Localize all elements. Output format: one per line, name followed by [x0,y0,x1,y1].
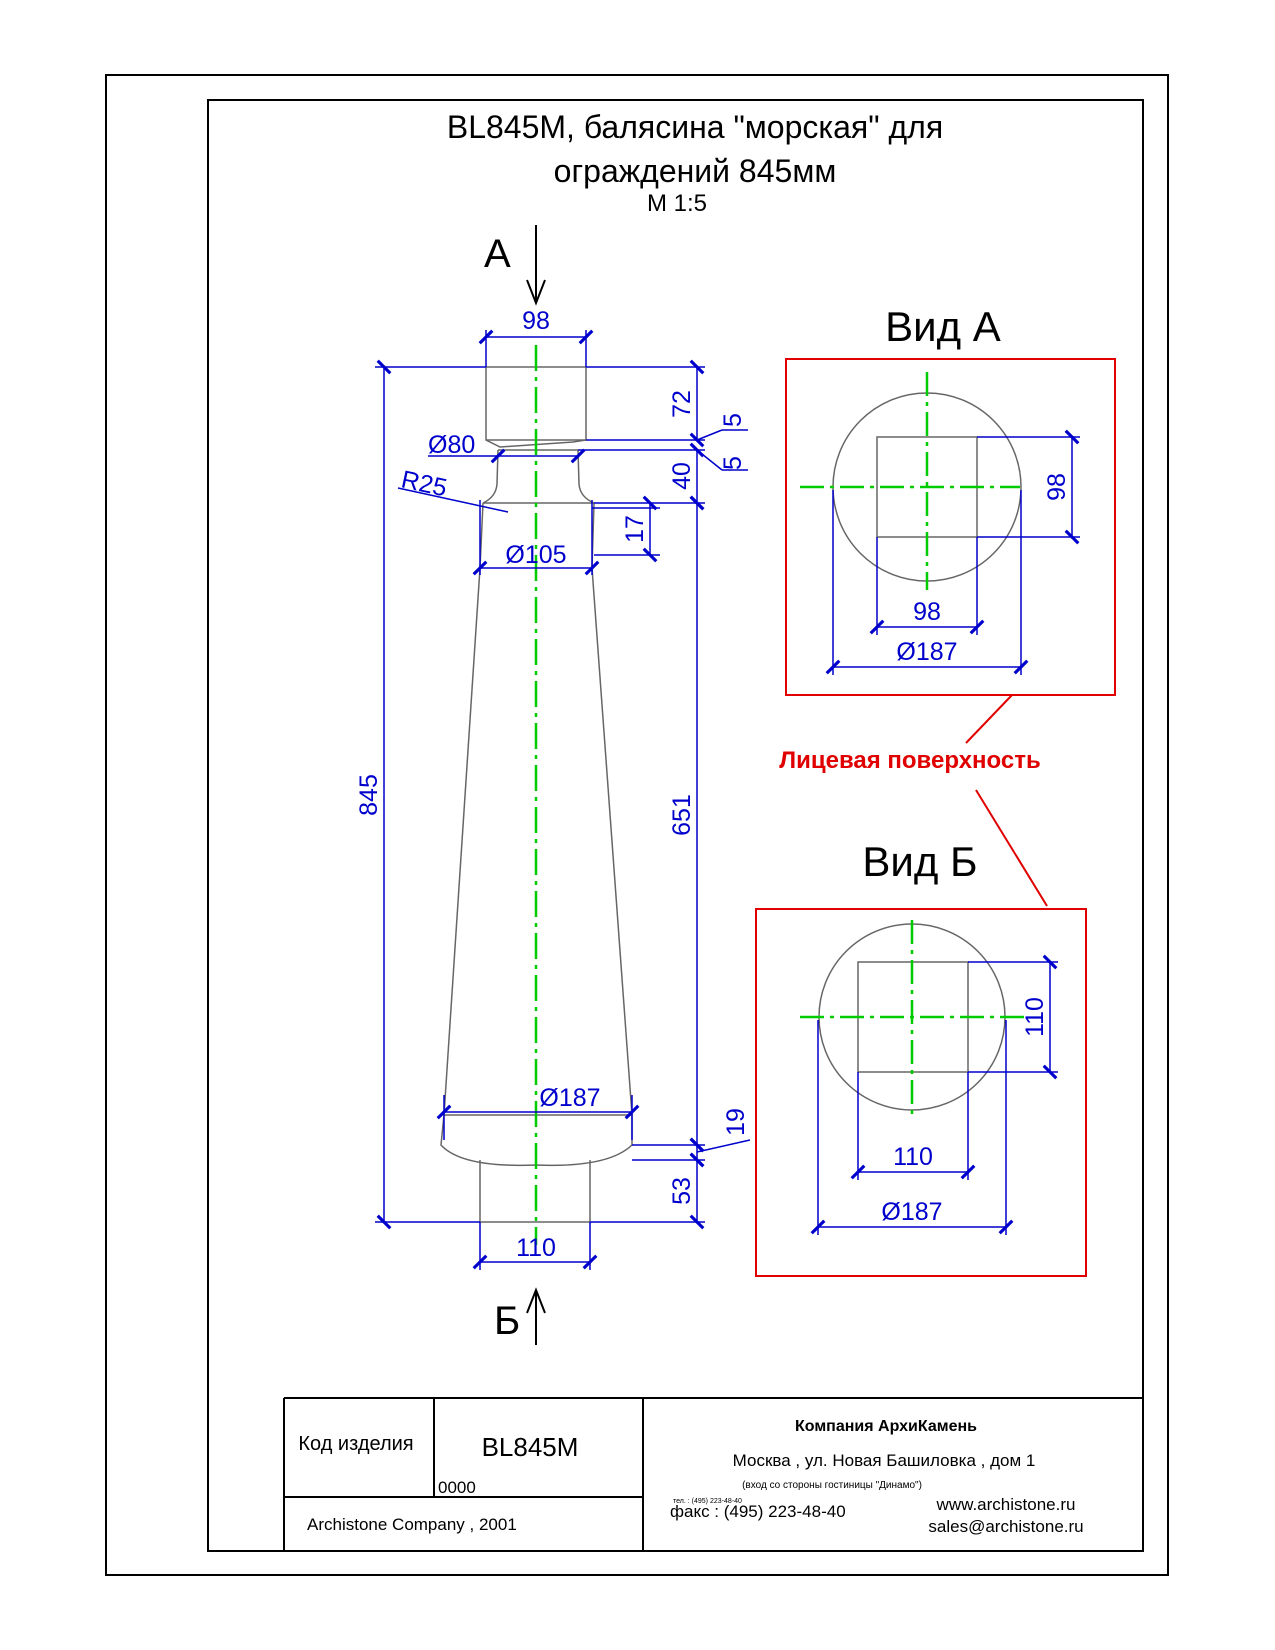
dim-chamfer-bottom: 5 [719,456,747,470]
inner-frame [207,99,1144,1552]
phone: тел. : (495) 223-48-40 [673,1498,742,1505]
view-a-dimensions [825,429,1080,675]
dim-chamfer-top: 5 [719,413,747,427]
arrow-label-a: А [484,232,511,276]
view-b-square-horizontal: 110 [893,1143,933,1171]
dim-radius: R25 [399,465,450,502]
view-b-title: Вид Б [862,838,977,885]
view-b-dimensions [810,954,1058,1235]
title-line-2: ограждений 845мм [554,153,837,189]
dim-base-width: 110 [516,1234,556,1262]
view-a-title: Вид А [885,303,1001,350]
dim-top-body-diameter: Ø105 [505,541,566,569]
view-a-frame [785,358,1116,696]
dim-top-block-height: 72 [668,390,696,418]
copyright: Archistone Company , 2001 [307,1515,517,1534]
outer-frame [105,74,1169,1576]
title-block-grid [283,1397,1143,1551]
face-surface-label: Лицевая поверхность [779,747,1040,774]
view-a-axes [800,372,1020,590]
dim-neck-height: 40 [668,462,696,490]
dim-body-height: 651 [668,794,696,836]
product-code: BL845M [482,1432,579,1462]
fax: факс : (495) 223-48-40 [670,1502,846,1521]
view-b-frame [755,908,1087,1277]
view-a-diameter: Ø187 [896,638,957,666]
arrow-label-b: Б [494,1299,520,1343]
view-b-diameter: Ø187 [881,1198,942,1226]
dimension-lines [375,329,751,1270]
product-number: 0000 [438,1478,476,1497]
company-name: Компания АрхиКамень [795,1418,977,1435]
dim-base-height: 53 [668,1177,696,1205]
arrow-a [526,225,546,306]
dim-neck-diameter: Ø80 [428,431,475,459]
title-line-1: BL845M, балясина "морская" для [447,109,943,145]
scale-label: М 1:5 [647,190,707,217]
view-b-square-vertical: 110 [1021,997,1049,1037]
dim-collar-height: 17 [621,515,649,543]
email: sales@archistone.ru [928,1517,1083,1536]
entrance-note: (вход со стороны гостиницы "Динамо") [742,1480,922,1491]
dim-base-ring-height: 19 [722,1108,750,1136]
view-a-square-vertical: 98 [1043,473,1071,501]
dim-total-height: 845 [355,774,383,816]
view-a-square-horizontal: 98 [913,598,941,626]
arrow-b [526,1287,546,1345]
product-code-label: Код изделия [298,1433,413,1455]
face-leaders [965,694,1048,907]
website: www.archistone.ru [936,1495,1076,1514]
dim-top-width: 98 [522,307,550,335]
dim-bottom-body-diameter: Ø187 [539,1084,600,1112]
view-b-axes [800,920,1030,1120]
company-address: Москва , ул. Новая Башиловка , дом 1 [733,1451,1036,1470]
